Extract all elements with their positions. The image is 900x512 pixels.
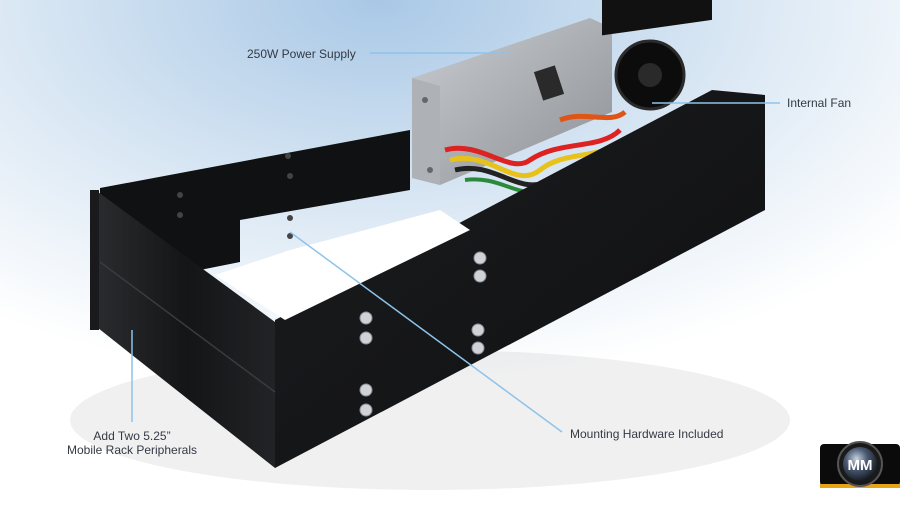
logo-text: MM — [848, 457, 873, 474]
callout-line-mounting-hardware — [289, 231, 563, 433]
rack-ear — [90, 190, 99, 330]
chassis-side-wall — [275, 90, 765, 468]
callout-mounting-hardware: Mounting Hardware Included — [570, 427, 724, 441]
power-supply-unit — [412, 18, 627, 195]
chassis-floor-opening — [215, 210, 470, 320]
mounting-screws — [359, 251, 487, 417]
callout-peripherals-line2: Mobile Rack Peripherals — [66, 443, 198, 457]
internal-fan — [602, 0, 712, 111]
chassis-back-wall — [100, 130, 410, 290]
interior-screws — [177, 153, 293, 239]
callout-peripherals-line1: Add Two 5.25” — [93, 429, 171, 443]
callout-peripherals: Add Two 5.25” Mobile Rack Peripherals — [52, 429, 212, 457]
callout-power-supply: 250W Power Supply — [247, 47, 356, 61]
bay-divider — [99, 261, 276, 393]
chassis-front-panel — [98, 192, 275, 468]
callout-internal-fan: Internal Fan — [787, 96, 852, 110]
mm-camera-lens-logo-icon: MM — [820, 441, 900, 488]
